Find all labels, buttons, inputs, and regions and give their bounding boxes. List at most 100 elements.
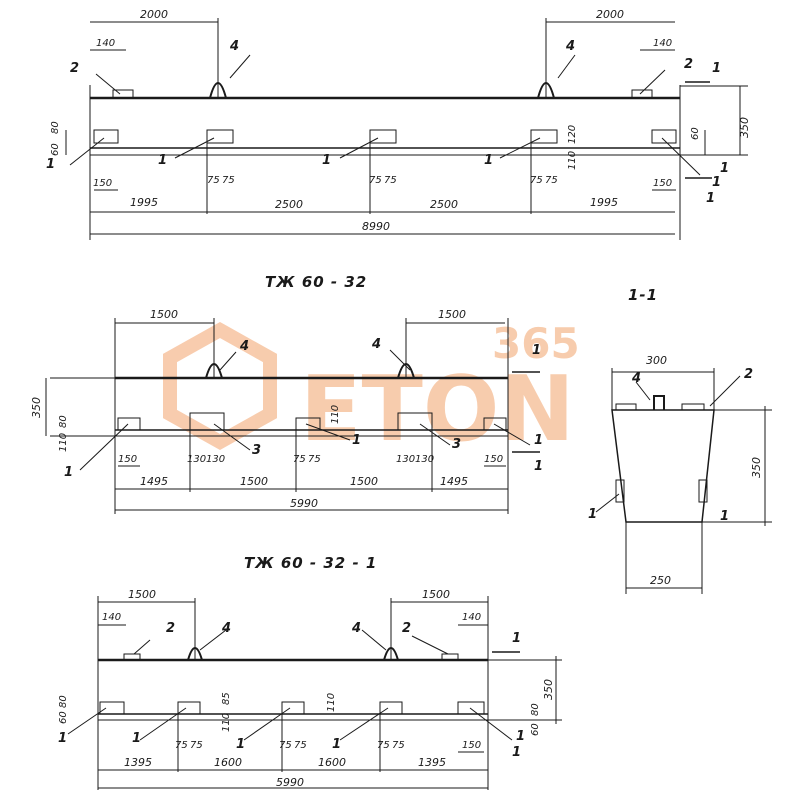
beam-b-pad-dim: 75	[293, 454, 306, 465]
section-embed	[698, 479, 708, 503]
beam-b-marker: 1	[64, 465, 73, 480]
leader	[419, 423, 451, 446]
beam-a-marker: 1	[712, 175, 721, 190]
beam-a-pad-dim: 75	[369, 175, 382, 186]
beam-c-pad-dim: 75	[279, 740, 292, 751]
beam-a-marker: 2	[70, 61, 79, 76]
beam-b-pad-dim: 150	[118, 454, 137, 465]
beam-a-offset-dim: 80	[50, 121, 61, 134]
beam-c	[67, 596, 562, 790]
beam-c-span-dim: 1600	[318, 756, 346, 769]
beam-a-top-dim: 2000	[596, 8, 624, 21]
beam-a-marker: 4	[229, 39, 239, 54]
beam-c-embed	[281, 701, 305, 715]
beam-a-marker: 1	[706, 191, 715, 206]
leader	[139, 707, 187, 741]
leader	[595, 493, 620, 513]
beam-b-top-dim: 1500	[438, 308, 466, 321]
beam-b-span-dim: 1500	[350, 475, 378, 488]
leader	[229, 54, 251, 79]
beam-b-embed	[295, 417, 321, 431]
leader	[339, 707, 389, 741]
beam-c-offset-dim: 60	[58, 711, 69, 724]
section-plate	[681, 403, 705, 411]
section-outline	[611, 409, 715, 523]
beam-b-offset-dim: 110	[58, 433, 69, 452]
beam-b-pad-dim: 130	[415, 454, 434, 465]
beam-c-span-dim: 1395	[418, 756, 446, 769]
beam-a-marker: 1	[712, 61, 721, 76]
leader	[305, 423, 351, 441]
beam-b-marker: 1	[534, 433, 543, 448]
beam-b-span-dim: 1500	[240, 475, 268, 488]
leader	[361, 629, 387, 651]
beam-b-marker: 4	[371, 337, 381, 352]
beam-a-pad-dim: 150	[93, 178, 112, 189]
beam-c-span-dim: 1600	[214, 756, 242, 769]
beam-c-top-dim: 1500	[128, 588, 156, 601]
beam-c-mid-dim: 110	[326, 693, 337, 712]
leader	[339, 137, 379, 159]
beam-a-embed	[530, 129, 558, 144]
beam-c-title: ТЖ 60 - 32 - 1	[244, 554, 377, 572]
section-bottom-width: 250	[650, 574, 671, 587]
beam-a-pad-dim: 75	[384, 175, 397, 186]
beam-a-marker: 4	[565, 39, 575, 54]
beam-c-height-dim: 350	[542, 679, 555, 700]
section-embed	[615, 479, 625, 503]
beam-a-embed	[93, 129, 119, 144]
beam-a-marker: 1	[46, 157, 55, 172]
leader	[243, 707, 291, 741]
beam-a-span-dim: 2500	[430, 198, 458, 211]
beam-c-marker: 1	[236, 737, 245, 752]
leader	[635, 381, 651, 401]
leader	[499, 137, 541, 159]
beam-a-marker: 2	[684, 57, 693, 72]
beam-a-plate	[112, 89, 134, 99]
beam-a-pad-dim: 150	[653, 178, 672, 189]
beam-b-embed	[483, 417, 507, 431]
beam-c-edge-dim: 140	[102, 612, 121, 623]
beam-a-top-dim: 2000	[140, 8, 168, 21]
beam-c-marker: 1	[512, 631, 521, 646]
beam-c-embed	[457, 701, 485, 715]
beam-c-labels: 1500 1500 140 140 350 80 60 85 110 110 8…	[58, 588, 555, 789]
beam-b	[45, 318, 540, 514]
leader	[661, 137, 701, 176]
beam-a-offset-dim: 60	[690, 127, 701, 140]
leader	[557, 54, 576, 79]
beam-c-marker: 4	[221, 621, 231, 636]
section-plate	[615, 403, 637, 411]
beam-c-marker: 1	[512, 745, 521, 760]
beam-b-marker: 1	[352, 433, 361, 448]
beam-b-pad-dim: 75	[308, 454, 321, 465]
leader	[469, 707, 513, 741]
beam-c-plate	[441, 653, 459, 661]
watermark-logo-icon	[163, 321, 277, 451]
beam-a-plate	[631, 89, 653, 99]
section-top-width: 300	[646, 354, 667, 367]
beam-c-pad-dim: 75	[294, 740, 307, 751]
beam-b-labels: 1500 1500 350 80 110 110 150 130 130 75 …	[30, 308, 543, 510]
beam-b-embed	[189, 412, 225, 431]
beam-a-labels: 2000 2000 140 140 80 60 60 120 110 350 1…	[46, 8, 751, 233]
section-marker: 4	[631, 371, 641, 386]
beam-c-embed	[177, 701, 201, 715]
beam-a-span-dim: 1995	[590, 196, 618, 209]
beam-b-pad-dim: 130	[396, 454, 415, 465]
beam-a-marker: 1	[322, 153, 331, 168]
leader	[219, 351, 237, 371]
beam-b-marker: 4	[239, 339, 249, 354]
beam-a-marker: 1	[720, 161, 729, 176]
beam-a-total-dim: 8990	[362, 220, 390, 233]
beam-c-embed	[99, 701, 125, 715]
beam-a-offset-dim: 60	[50, 143, 61, 156]
leader	[67, 707, 107, 735]
beam-a-marker: 1	[484, 153, 493, 168]
beam-a-pad-dim: 75	[545, 175, 558, 186]
beam-a-edge-dim: 140	[96, 38, 115, 49]
beam-c-pad-dim: 150	[462, 740, 481, 751]
beam-c-pad-dim: 75	[377, 740, 390, 751]
beam-b-span-dim: 1495	[140, 475, 168, 488]
beam-a-embed	[369, 129, 397, 144]
